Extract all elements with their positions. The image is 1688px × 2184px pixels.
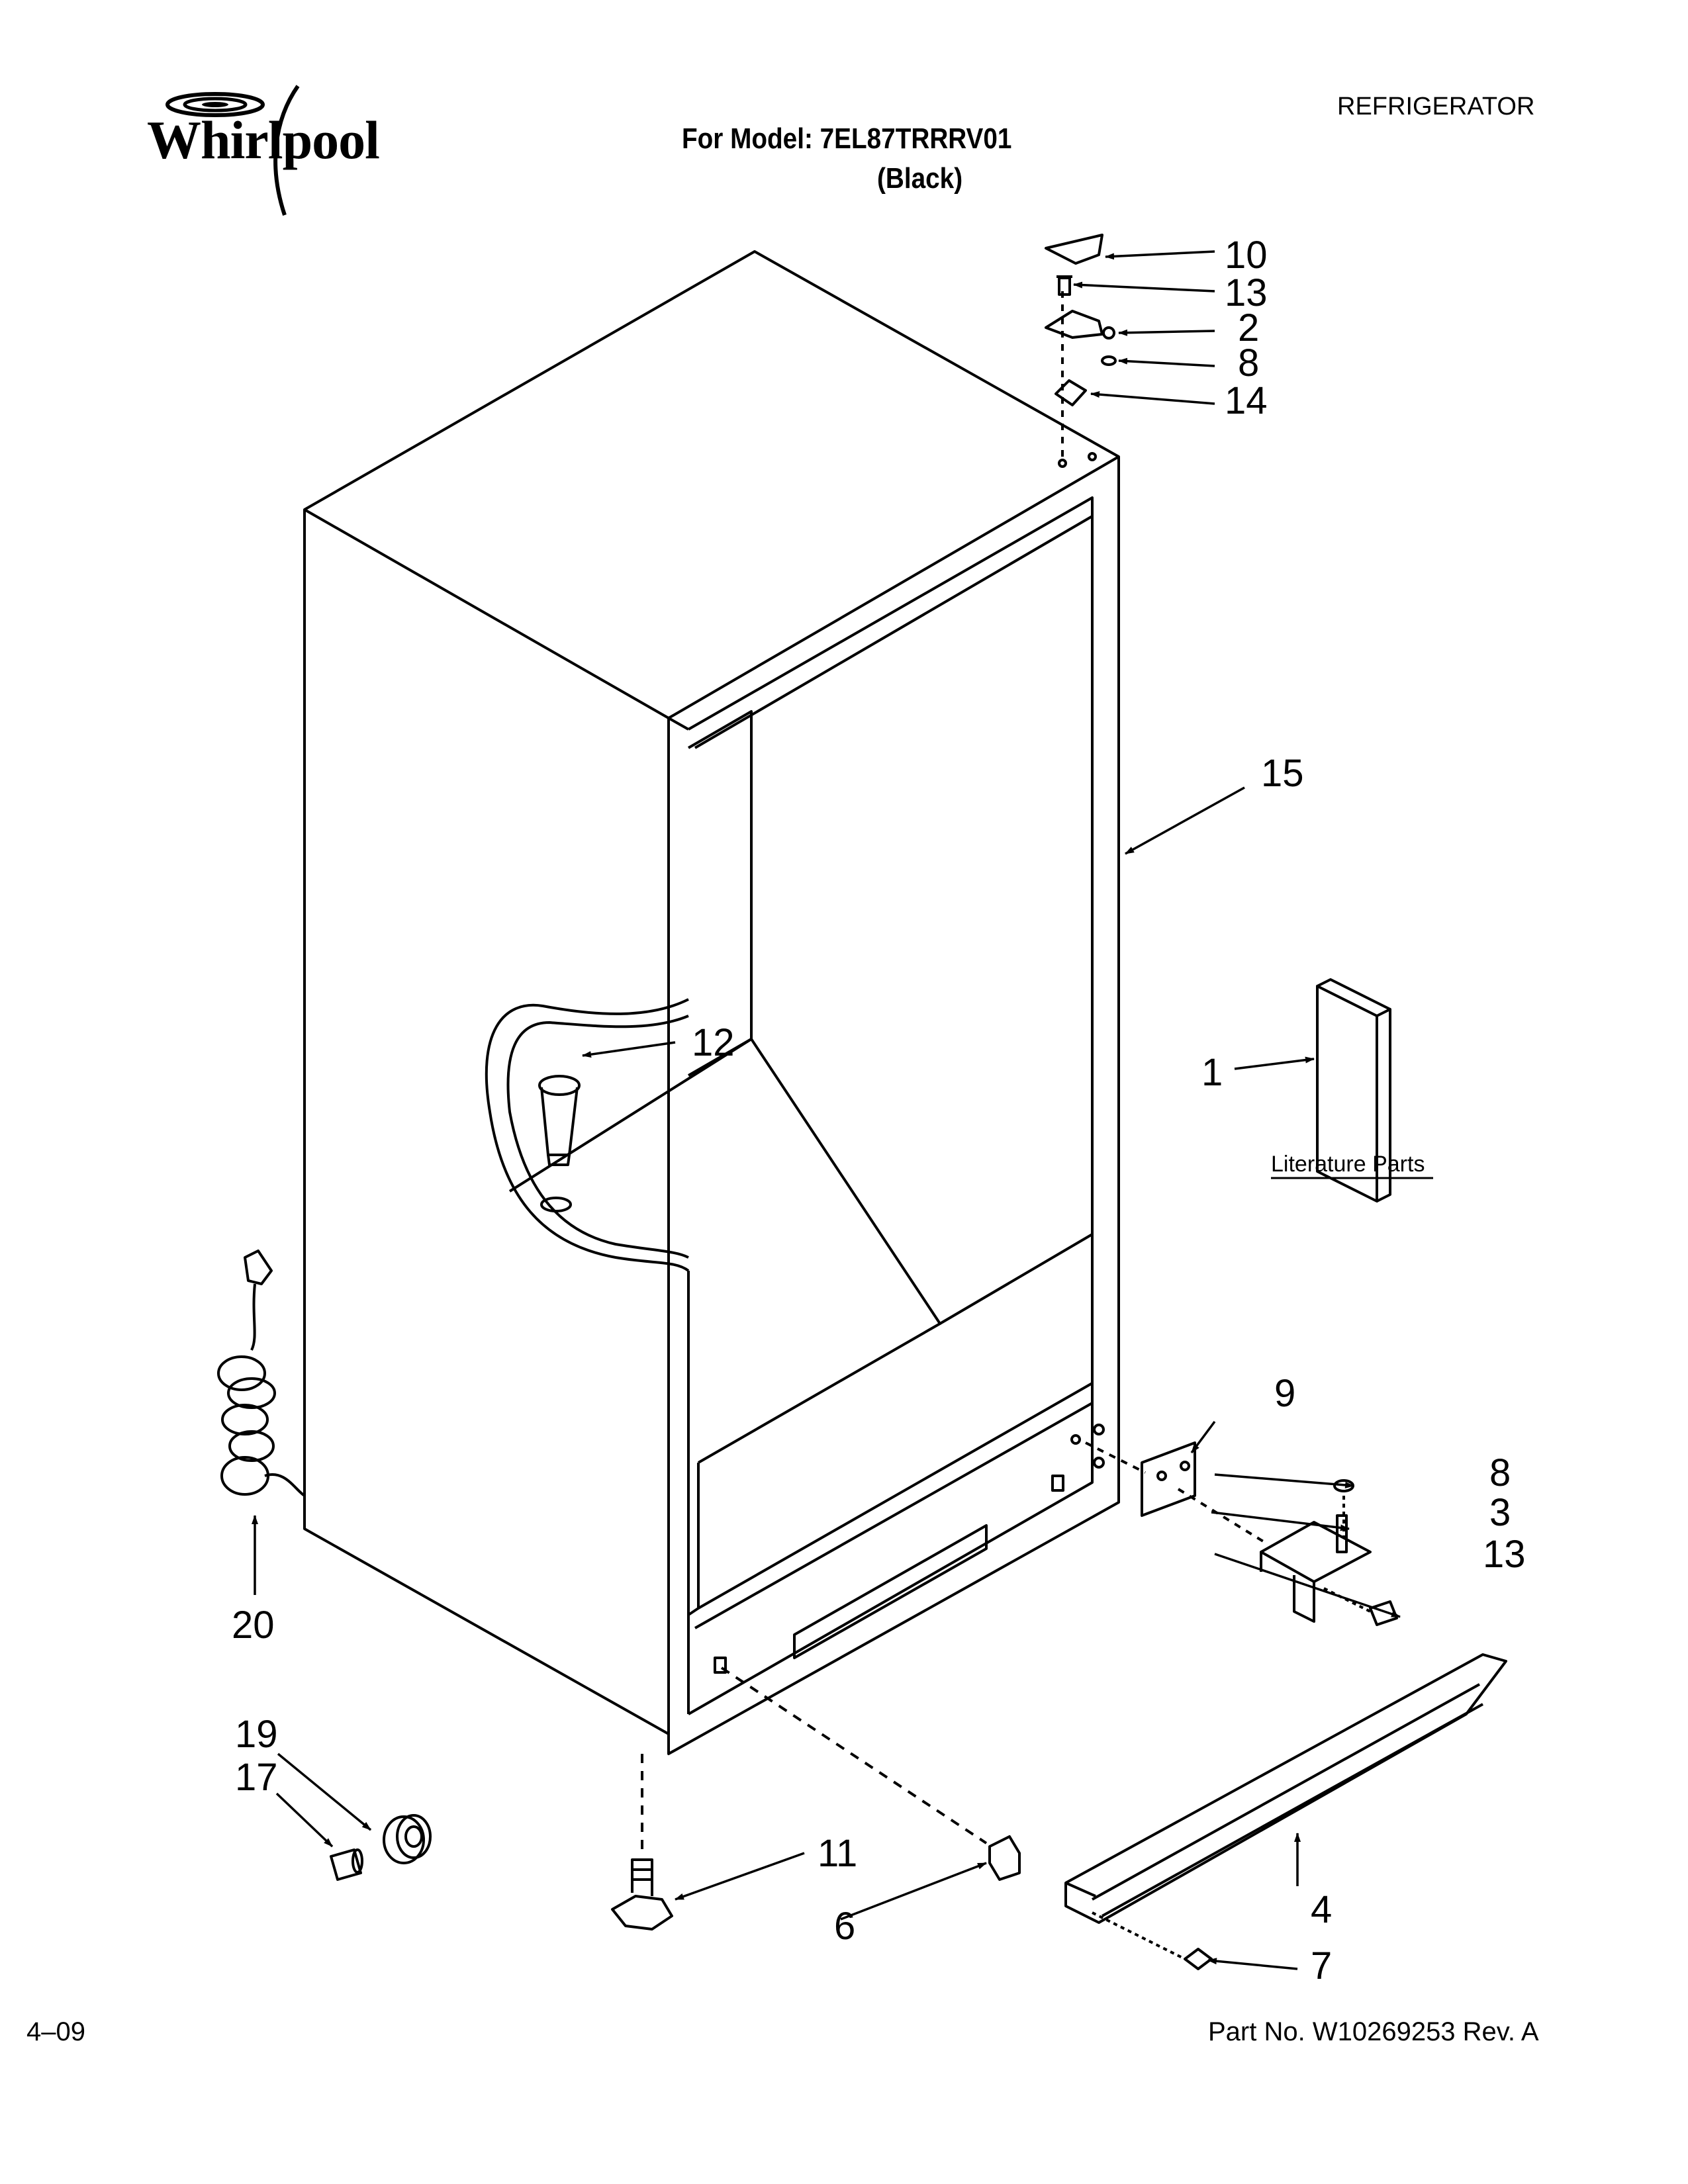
power-cord <box>217 1250 306 1497</box>
spacer-17 <box>330 1848 363 1881</box>
hinge-screw-bottom <box>1369 1600 1398 1626</box>
brand-wordmark: Whirlpool <box>147 110 380 170</box>
revision-date: 4–09 <box>26 2017 85 2046</box>
callout-13-bottom: 13 <box>1483 1533 1526 1576</box>
callout-17: 17 <box>235 1756 278 1799</box>
grille-clip <box>988 1835 1021 1881</box>
top-hinge <box>1045 310 1103 339</box>
washer-top <box>1101 355 1117 366</box>
toe-grille <box>1064 1653 1507 1924</box>
callout-7: 7 <box>1311 1944 1332 1987</box>
hinge-shim <box>1055 379 1087 406</box>
callout-8-top: 8 <box>1238 341 1259 385</box>
bottom-hinge <box>1260 1514 1372 1623</box>
callout-2: 2 <box>1238 306 1259 349</box>
callout-11: 11 <box>818 1832 857 1875</box>
model-color: (Black) <box>877 162 963 195</box>
callout-4: 4 <box>1311 1888 1332 1931</box>
hinge-screw-top <box>1056 275 1072 296</box>
callout-8-bottom: 8 <box>1489 1451 1511 1494</box>
whirlpool-logo <box>165 85 300 216</box>
drain-tube <box>538 1075 581 1212</box>
callout-6: 6 <box>834 1905 855 1948</box>
literature-parts-label: Literature Parts <box>1271 1152 1425 1177</box>
callout-14: 14 <box>1225 379 1268 422</box>
model-number: For Model: 7EL87TRRRV01 <box>682 122 1012 155</box>
callout-3: 3 <box>1489 1491 1511 1534</box>
callout-1: 1 <box>1201 1051 1223 1094</box>
literature-booklet <box>1316 978 1391 1203</box>
part-number: Part No. W10269253 Rev. A <box>1208 2017 1539 2046</box>
cabinet-shell <box>303 250 1120 1755</box>
callout-10: 10 <box>1225 234 1268 277</box>
callout-9: 9 <box>1274 1372 1295 1415</box>
grille-screw <box>1184 1948 1213 1970</box>
callout-15: 15 <box>1261 752 1304 795</box>
callout-13-top: 13 <box>1225 271 1268 314</box>
leveling-leg <box>611 1754 673 1931</box>
roller-19 <box>383 1814 432 1864</box>
hinge-bracket-plate <box>1141 1441 1196 1517</box>
hinge-cover <box>1045 234 1103 265</box>
callout-12: 12 <box>692 1021 735 1064</box>
appliance-category: REFRIGERATOR <box>1337 93 1535 120</box>
callout-20: 20 <box>232 1604 275 1647</box>
callout-19: 19 <box>235 1713 278 1756</box>
